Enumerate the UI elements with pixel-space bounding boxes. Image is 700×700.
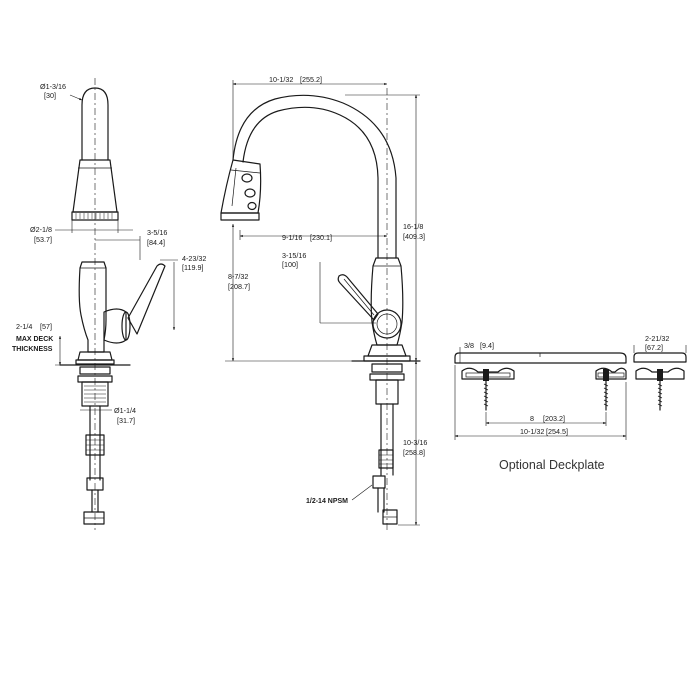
- dim-spout-height: 8-7/32 [208.7]: [225, 223, 352, 362]
- side-mount-nut: [77, 366, 113, 383]
- front-spout-inner: [242, 106, 379, 259]
- front-hose-fitting: [378, 449, 394, 469]
- handle-offset-mm: [84.4]: [147, 238, 165, 247]
- below-deck-mm: [258.8]: [403, 448, 425, 457]
- deckplate-right-mount: [595, 367, 627, 411]
- front-handle-lever: [337, 274, 379, 321]
- dim-hole-spacing: 8 [203.2]: [485, 412, 607, 426]
- handle-height-mm: [100]: [282, 260, 298, 269]
- spray-diameter-label: Ø2-1/8: [30, 225, 52, 234]
- side-spray-face: [75, 213, 113, 219]
- deck-thickness-label: 2-1/4: [16, 322, 32, 331]
- side-handle-lever: [127, 263, 166, 335]
- handle-length-label: 4-23/32: [182, 254, 206, 263]
- spout-reach-top-mm: [255.2]: [300, 75, 322, 84]
- front-quick-connect: [372, 475, 386, 489]
- dim-below-deck: 10-3/16 [258.8]: [398, 360, 427, 526]
- side-spout-tube: [81, 87, 109, 161]
- hole-spacing-label: 8: [530, 414, 534, 423]
- overall-height-mm: [409.3]: [403, 232, 425, 241]
- plate-height-label: 3/8: [464, 341, 474, 350]
- handle-offset-label: 3-5/16: [147, 228, 167, 237]
- thread-label: 1/2-14 NPSM: [306, 498, 348, 505]
- dim-spray-diameter: Ø2-1/8 [53.7]: [30, 220, 133, 244]
- dim-plate-height: 3/8 [9.4]: [459, 341, 494, 363]
- side-view: Ø1-3/16 [30] Ø2-1/8 [53.7] 3-5/16 [84.4]…: [12, 78, 206, 530]
- deckplate-plate: [454, 352, 627, 364]
- front-view: 10-1/32 [255.2] 9-1/16 [230.1] 3-15/16 […: [220, 75, 427, 533]
- dim-deck-thickness: 2-1/4 [57] MAX DECK THICKNESS: [12, 322, 80, 366]
- shank-diameter-mm: [31.7]: [117, 416, 135, 425]
- dim-handle-height: 3-15/16 [100]: [282, 251, 376, 324]
- dim-spout-reach: 9-1/16 [230.1]: [239, 230, 388, 242]
- spray-diameter-mm: [53.7]: [34, 235, 52, 244]
- dim-shank-diameter: Ø1-1/4 [31.7]: [80, 406, 136, 425]
- deck-note-line1: MAX DECK: [16, 336, 53, 343]
- front-spray-buttons: [231, 167, 257, 211]
- hole-spacing-mm: [203.2]: [543, 414, 565, 423]
- overall-width-label: 10-1/32: [520, 427, 544, 436]
- spout-reach-mm: [230.1]: [310, 233, 332, 242]
- deckplate-caption: Optional Deckplate: [499, 458, 605, 472]
- side-shank: [81, 381, 109, 407]
- dim-spout-diameter: Ø1-3/16 [30]: [40, 82, 83, 101]
- deckplate-side-profile: [633, 352, 687, 411]
- handle-height-label: 3-15/16: [282, 251, 306, 260]
- front-mount-nut: [369, 363, 405, 381]
- front-spout-outer: [232, 94, 397, 259]
- front-handle-hub: [372, 309, 402, 339]
- spout-reach-top-label: 10-1/32: [269, 75, 293, 84]
- spout-height-mm: [208.7]: [228, 282, 250, 291]
- deck-thickness-mm: [57]: [40, 322, 52, 331]
- front-spray-head: [220, 159, 262, 214]
- plate-height-mm: [9.4]: [480, 341, 494, 350]
- shank-diameter-label: Ø1-1/4: [114, 406, 136, 415]
- dim-side-depth: 2-21/32 [67.2]: [633, 334, 687, 353]
- dim-handle-offset: 3-5/16 [84.4]: [95, 228, 167, 260]
- side-depth-mm: [67.2]: [645, 343, 663, 352]
- overall-height-label: 16-1/8: [403, 222, 423, 231]
- spout-reach-label: 9-1/16: [282, 233, 302, 242]
- handle-length-mm: [119.9]: [182, 263, 203, 272]
- spout-diameter-label: Ø1-3/16: [40, 82, 66, 91]
- overall-width-mm: [254.5]: [546, 427, 568, 436]
- side-depth-label: 2-21/32: [645, 334, 669, 343]
- side-body: [78, 261, 107, 353]
- side-handle-hub: [103, 308, 127, 344]
- below-deck-label: 10-3/16: [403, 438, 427, 447]
- spout-height-label: 8-7/32: [228, 272, 248, 281]
- side-quick-connect: [86, 477, 104, 491]
- spout-diameter-mm: [30]: [44, 91, 56, 100]
- dim-handle-length: 4-23/32 [119.9]: [160, 254, 206, 331]
- deckplate-left-mount: [461, 367, 515, 411]
- deckplate-view: 3/8 [9.4] 2-21/32 [67.2] 8 [203.2] 10-1/…: [454, 334, 687, 472]
- dim-thread: 1/2-14 NPSM: [306, 484, 373, 505]
- dim-spout-reach-top: 10-1/32 [255.2]: [232, 75, 388, 160]
- dim-overall-height: 16-1/8 [409.3]: [345, 94, 425, 362]
- side-hose-fitting: [85, 434, 105, 456]
- deck-note-line2: THICKNESS: [12, 346, 53, 353]
- dim-overall-width: 10-1/32 [254.5]: [454, 365, 627, 440]
